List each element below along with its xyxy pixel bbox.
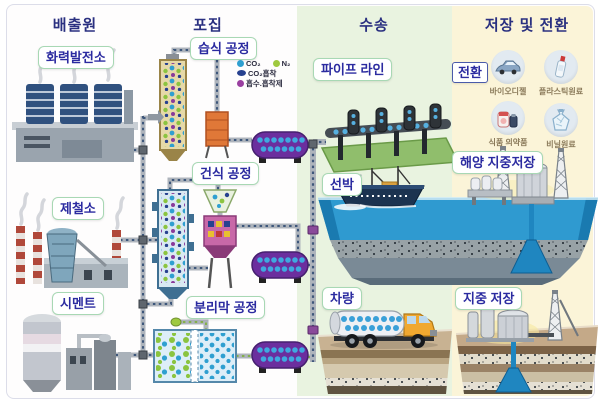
tanker-truck-illustration xyxy=(329,310,438,349)
legend-row-adsorption: CO₂흡착 xyxy=(237,68,290,78)
legend-n2-label: N₂ xyxy=(281,58,291,68)
conversion-item-plastic: 플라스틱원료 xyxy=(532,50,590,97)
legend-absorbent-label: 흡수.흡착제 xyxy=(246,78,283,88)
medicine-icon xyxy=(491,101,525,135)
label-steel-mill: 제철소 xyxy=(52,197,104,220)
co2-dot-icon xyxy=(237,59,244,67)
label-power-plant: 화력발전소 xyxy=(38,46,114,69)
header-storage: 저장 및 전환 xyxy=(484,17,570,34)
steel-mill-illustration xyxy=(16,192,128,288)
legend-co2-adsorption-label: CO₂흡착 xyxy=(248,68,277,78)
cement-plant-illustration xyxy=(23,314,131,392)
bottle-icon xyxy=(544,50,578,84)
co2-adsorption-dot-icon xyxy=(237,70,246,76)
n2-dot-icon xyxy=(272,59,280,67)
legend-row-gases: CO₂ N₂ xyxy=(237,58,290,68)
legend-co2-label: CO₂ xyxy=(246,58,261,68)
transport-pipe xyxy=(307,139,326,362)
underground-storage-illustration xyxy=(466,289,579,393)
car-icon xyxy=(491,50,525,84)
label-vehicle: 차량 xyxy=(322,287,362,310)
label-ship: 선박 xyxy=(322,173,362,196)
header-emission: 배출원 xyxy=(52,17,98,34)
conversion-item-food-pharma: 식품 의약품 xyxy=(479,101,537,148)
label-ocean-storage: 해양 지중저장 xyxy=(452,151,544,174)
absorbent-dot-icon xyxy=(237,79,244,87)
food-pharma-label: 식품 의약품 xyxy=(488,138,528,147)
conversion-item-vinyl: 비닐원료 xyxy=(532,103,590,150)
pipeline-illustration xyxy=(320,103,460,173)
vinyl-label: 비닐원료 xyxy=(546,140,576,149)
legend-row-absorbent: 흡수.흡착제 xyxy=(237,78,290,88)
ocean-injection-funnel xyxy=(510,204,553,274)
label-membrane-process: 분리막 공정 xyxy=(186,296,266,319)
ocean-cross-section xyxy=(318,197,598,285)
header-capture: 포집 xyxy=(193,17,223,34)
biodiesel-label: 바이오디젤 xyxy=(489,87,527,96)
label-conversion: 전환 xyxy=(452,62,488,83)
power-plant-illustration xyxy=(12,48,138,162)
label-pipeline: 파이프 라인 xyxy=(313,58,393,81)
label-cement: 시멘트 xyxy=(52,292,104,315)
legend: CO₂ N₂ CO₂흡착 흡수.흡착제 xyxy=(237,58,290,88)
label-wet-process: 습식 공정 xyxy=(190,37,258,60)
label-underground-storage: 지중 저장 xyxy=(455,287,523,310)
dry-process-illustration xyxy=(152,177,313,299)
conversion-item-biodiesel: 바이오디젤 xyxy=(479,50,537,97)
label-dry-process: 건식 공정 xyxy=(192,162,260,185)
membrane-process-illustration xyxy=(153,317,313,383)
underground-injection-funnel xyxy=(495,342,532,393)
vinyl-bag-icon xyxy=(544,103,578,137)
header-transport: 수송 xyxy=(359,17,389,34)
plastic-label: 플라스틱원료 xyxy=(538,87,584,96)
